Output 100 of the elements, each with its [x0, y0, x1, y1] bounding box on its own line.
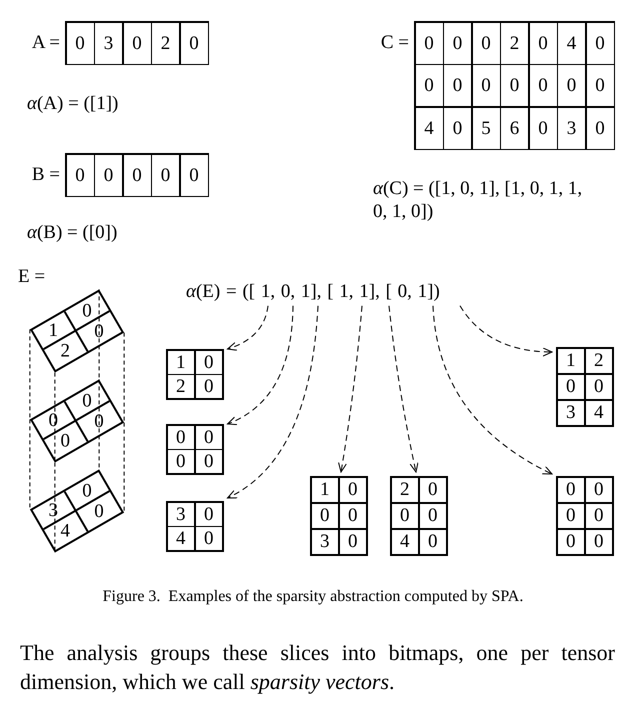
matrix-cell: 0: [196, 350, 222, 374]
formula-text: α(C) = ([1, 0, 1], [1, 0, 1, 1, 0, 1, 0]): [373, 178, 584, 224]
matrix-grid: [65, 21, 209, 65]
matrix-cell: 0: [586, 108, 614, 148]
matrix-grid: [166, 424, 224, 474]
matrix-cell: 5: [472, 108, 500, 148]
dashed-arrow: [432, 305, 552, 474]
matrix-cell: 0: [420, 504, 446, 528]
matrix-cell: 0: [530, 22, 556, 64]
matrix-cell: 3: [95, 22, 122, 64]
matrix-cell: 4: [558, 22, 585, 64]
dashed-guide-line: [29, 328, 30, 420]
matrix-grid: [414, 21, 615, 150]
matrix-name: B =: [32, 164, 60, 187]
matrix-cell: 0: [558, 504, 584, 528]
matrix-cell: 0: [416, 22, 442, 64]
matrix-cell: 4: [392, 530, 418, 554]
formula-text: α(B) = ([0]): [27, 222, 118, 245]
matrix-cell: 0: [340, 478, 366, 502]
matrix-cell: 2: [152, 22, 179, 64]
matrix-cell: 0: [420, 478, 446, 502]
matrix-cell: 0: [340, 530, 366, 554]
matrix-cell: 0: [152, 154, 179, 196]
matrix-cell: 0: [420, 530, 446, 554]
dashed-arrow: [460, 305, 552, 356]
matrix-grid: [166, 349, 224, 400]
matrix-cell-text: 0: [93, 320, 105, 344]
formula-text: α(E) = ([ 1, 0, 1], [ 1, 1], [ 0, 1]): [186, 281, 440, 304]
matrix-cell: 0: [558, 65, 585, 106]
matrix-cell: 0: [168, 450, 194, 473]
matrix-cell: 0: [530, 65, 556, 106]
dashed-arrow: [227, 305, 294, 425]
matrix-cell: 0: [586, 530, 612, 554]
matrix-cell: 0: [180, 154, 208, 196]
matrix-cell: 0: [168, 426, 194, 448]
matrix-cell: 0: [340, 504, 366, 528]
matrix-cell: 0: [392, 504, 418, 528]
matrix-cell: 4: [586, 400, 612, 425]
dashed-guide-line: [124, 332, 125, 424]
matrix-grid: [310, 476, 368, 556]
matrix-cell: 2: [586, 348, 612, 373]
matrix-cell: 0: [558, 374, 584, 399]
matrix-name: E =: [18, 267, 46, 286]
matrix-grid: [556, 347, 614, 426]
matrix-cell: 4: [416, 108, 442, 148]
matrix-cell: 0: [586, 504, 612, 528]
matrix-grid: [390, 476, 448, 556]
matrix-cell: 0: [586, 65, 614, 106]
matrix-cell: 0: [444, 65, 471, 106]
matrix-cell: 0: [124, 154, 150, 196]
matrix-cell: 3: [558, 108, 585, 148]
matrix-cell: 0: [180, 22, 208, 64]
matrix-name: A =: [32, 32, 60, 55]
dashed-arrow: [388, 305, 419, 472]
dashed-arrow: [227, 305, 318, 498]
matrix-cell: 3: [558, 400, 584, 425]
matrix-cell: 1: [558, 348, 584, 373]
matrix-cell: 0: [196, 527, 222, 550]
matrix-cell: 0: [312, 504, 338, 528]
matrix-cell: 0: [444, 22, 471, 64]
matrix-cell: 0: [501, 65, 528, 106]
matrix-grid: [65, 153, 209, 197]
matrix-name: C =: [380, 32, 409, 55]
formula-text: α(A) = ([1]): [27, 93, 118, 116]
matrix-cell: 0: [558, 530, 584, 554]
matrix-cell: 1: [168, 350, 194, 374]
matrix-cell: 0: [416, 65, 442, 106]
matrix-cell: 0: [95, 154, 122, 196]
matrix-cell: 2: [392, 478, 418, 502]
matrix-cell: 0: [472, 22, 500, 64]
matrix-cell: 0: [66, 22, 94, 64]
matrix-cell-text: 0: [93, 410, 105, 434]
dashed-guide-line: [29, 418, 30, 510]
matrix-cell: 4: [168, 527, 194, 550]
matrix-cell: 3: [168, 502, 194, 526]
rotated-slice-grid: [30, 469, 124, 553]
matrix-cell: 6: [501, 108, 528, 148]
matrix-cell: 0: [196, 502, 222, 526]
body-paragraph: The analysis groups these slices into bitmaps, one per tensor dimension, which we call sparsity vectors.: [20, 639, 615, 696]
matrix-cell: 0: [444, 108, 471, 148]
matrix-cell: 0: [558, 478, 584, 502]
matrix-cell: 0: [586, 374, 612, 399]
matrix-cell: 0: [66, 154, 94, 196]
matrix-grid: [556, 476, 614, 556]
dashed-arrow: [227, 305, 268, 350]
matrix-cell: 0: [586, 478, 612, 502]
matrix-cell: 0: [530, 108, 556, 148]
rotated-slice-grid: [30, 289, 124, 373]
matrix-cell: 0: [124, 22, 150, 64]
matrix-grid: [166, 501, 224, 552]
matrix-cell: 0: [586, 22, 614, 64]
figure-caption: Figure 3. Examples of the sparsity abstraction computed by SPA.: [102, 587, 524, 606]
matrix-cell: 0: [472, 65, 500, 106]
dashed-guide-line: [124, 422, 125, 514]
dashed-arrow: [338, 305, 362, 472]
matrix-cell: 3: [312, 530, 338, 554]
matrix-cell: 0: [196, 426, 222, 448]
rotated-slice-grid: [30, 379, 124, 463]
matrix-cell: 2: [168, 375, 194, 398]
matrix-cell: 0: [196, 375, 222, 398]
